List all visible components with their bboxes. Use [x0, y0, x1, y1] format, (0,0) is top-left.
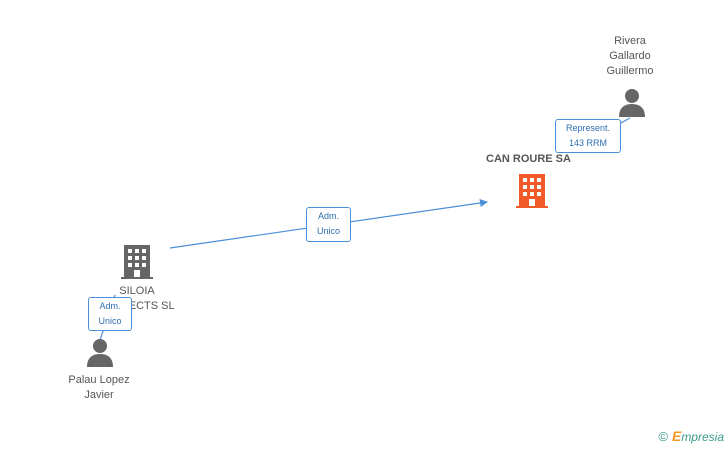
edge-badge-line1: Adm.: [317, 211, 339, 221]
edge-badge-line1: Adm.: [99, 301, 121, 311]
edge-badge-line2: Unico: [98, 316, 122, 326]
edge-badge-palau-to-siloia[interactable]: Adm. Unico: [88, 297, 132, 331]
main-company-label[interactable]: CAN ROURE SA: [486, 153, 571, 165]
brand-watermark: © Empresia: [658, 428, 724, 444]
brand-name: Empresia: [671, 428, 724, 444]
copyright-icon: ©: [658, 428, 668, 444]
edge-badge-rivera-to-main[interactable]: Represent. 143 RRM: [555, 119, 621, 153]
edge-badge-siloia-to-main[interactable]: Adm. Unico: [306, 207, 351, 242]
person-icon[interactable]: [618, 88, 646, 118]
palau-person-label[interactable]: Palau Lopez Javier: [68, 374, 130, 401]
building-icon[interactable]: [516, 174, 548, 208]
edge-badge-line2: Unico: [316, 226, 340, 236]
rivera-person-label[interactable]: Rivera Gallardo Guillermo: [606, 35, 654, 77]
building-icon[interactable]: [121, 245, 153, 279]
edge-badge-line1: Represent.: [565, 123, 611, 133]
person-icon[interactable]: [86, 338, 114, 368]
edge-badge-line2: 143 RRM: [568, 138, 607, 148]
